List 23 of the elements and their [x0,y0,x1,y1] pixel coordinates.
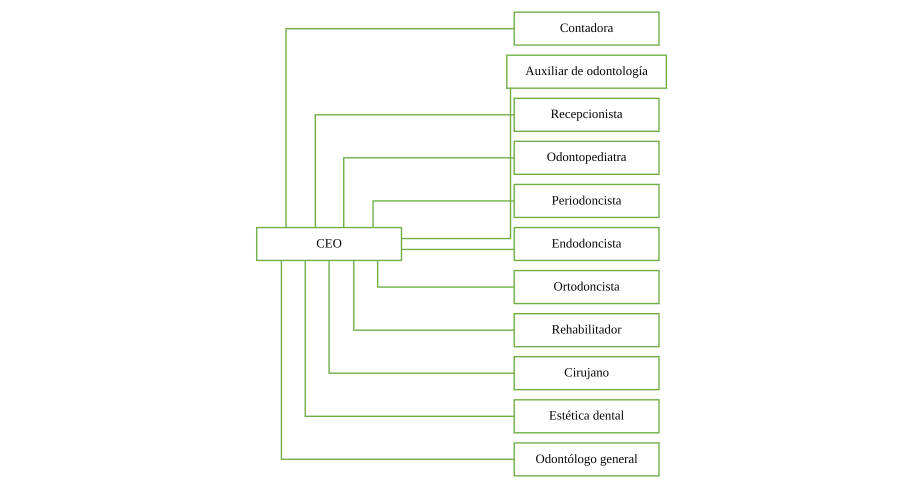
node-box: CEO [256,226,402,262]
connector [343,157,514,228]
connector [314,114,514,228]
connector [353,260,514,331]
connector [328,260,514,374]
node-box: Endodoncista [514,226,660,262]
connector [402,248,514,250]
node-box: Auxiliar de odontología [506,54,668,89]
connector [402,88,512,240]
node-box: Contadora [514,11,660,46]
node-box: Cirujano [514,356,660,390]
connector [372,200,514,228]
node-box: Estética dental [514,399,660,434]
connector [280,260,514,460]
connector [285,28,514,228]
node-box: Periodoncista [514,184,660,218]
node-box: Odontólogo general [514,442,660,477]
node-box: Odontopediatra [514,140,660,176]
connector [376,260,514,288]
node-box: Rehabilitador [514,312,660,348]
node-box: Recepcionista [514,98,660,132]
connector [304,260,514,417]
node-box: Ortodoncista [514,270,660,304]
